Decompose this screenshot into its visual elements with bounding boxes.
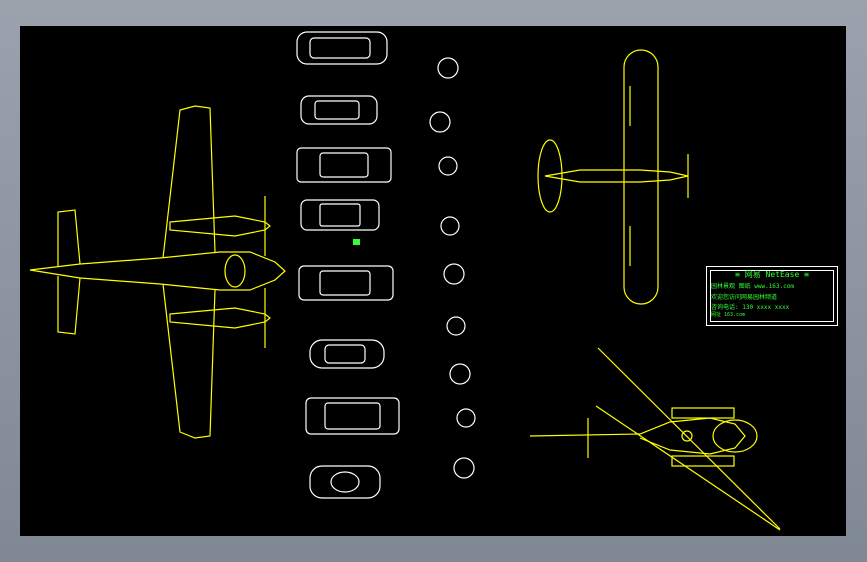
legend-line-4: 网址 163.com [711,312,746,318]
title-block-logo: ≡ 网易 NetEase ≡ 园林景观 图纸 www.163.com 欢迎您访问… [706,266,838,326]
legend-title: ≡ 网易 NetEase ≡ [735,270,809,279]
legend-line-3: 咨询电话: 130 xxxx xxxx [711,304,790,311]
high-wing-aircraft [537,49,689,305]
cad-drawing [29,31,781,531]
legend-line-1: 园林景观 图纸 www.163.com [711,283,794,290]
cars-column [296,31,400,499]
legend-line-2: 欢迎您访问网易园林频道 [711,294,778,301]
helicopter [529,347,781,531]
cad-drawing-canvas: ≡ 网易 NetEase ≡ 园林景观 图纸 www.163.com 欢迎您访问… [20,26,846,536]
people-column [429,57,476,479]
twin-engine-aircraft [29,105,286,439]
